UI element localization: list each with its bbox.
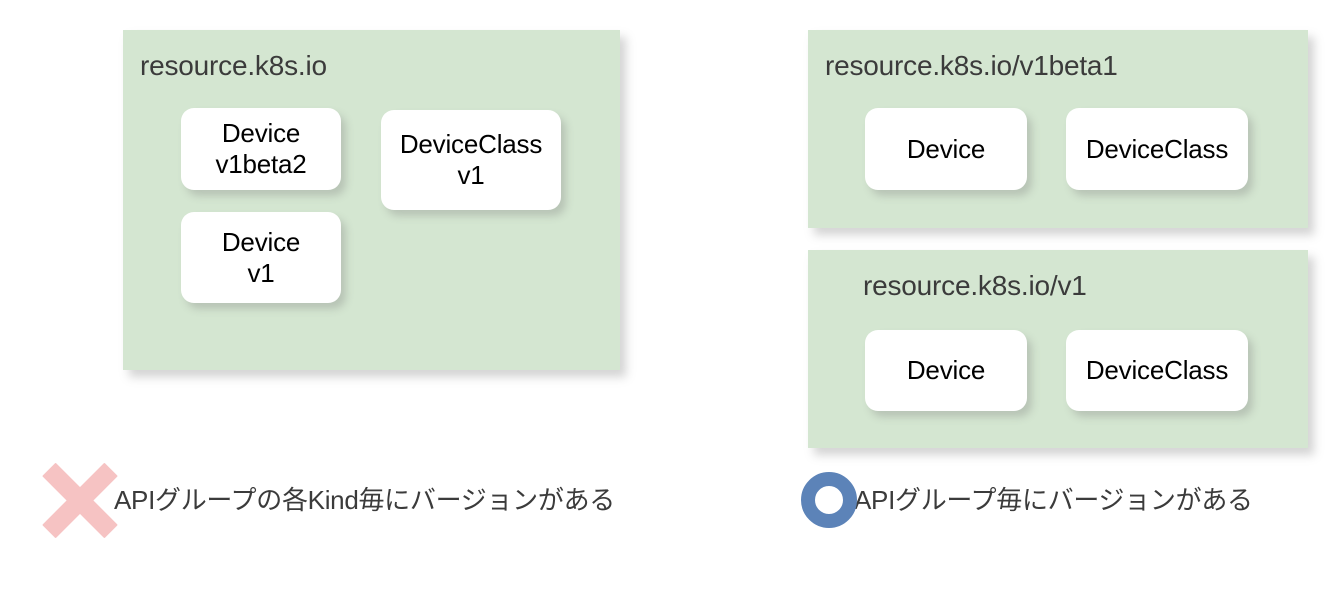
api-group-panel-v1: resource.k8s.io/v1 Device DeviceClass xyxy=(808,250,1308,448)
caption-left: APIグループの各Kind毎にバージョンがある xyxy=(42,462,615,538)
kind-card[interactable]: Device v1beta2 xyxy=(181,108,341,190)
kind-name: DeviceClass xyxy=(399,129,543,160)
api-group-panel-left: resource.k8s.io Device v1beta2 DeviceCla… xyxy=(123,30,620,370)
kind-card[interactable]: DeviceClass v1 xyxy=(381,110,561,210)
kind-name: Device xyxy=(221,118,301,149)
kind-name: Device xyxy=(221,226,301,257)
circle-mark-icon xyxy=(801,472,857,528)
kind-version: v1beta2 xyxy=(215,149,307,179)
caption-label: APIグループ毎にバージョンがある xyxy=(854,485,1253,515)
kind-name: Device xyxy=(906,355,986,386)
kind-name: DeviceClass xyxy=(1085,133,1229,164)
api-group-title: resource.k8s.io/v1beta1 xyxy=(825,50,1118,81)
kind-card[interactable]: Device xyxy=(865,108,1027,190)
kind-card[interactable]: Device v1 xyxy=(181,212,341,303)
caption-label: APIグループの各Kind毎にバージョンがある xyxy=(114,485,615,515)
kind-card[interactable]: DeviceClass xyxy=(1066,330,1248,411)
api-group-title: resource.k8s.io/v1 xyxy=(863,270,1087,301)
kind-name: Device xyxy=(906,133,986,164)
kind-version: v1 xyxy=(457,160,485,190)
api-group-panel-v1beta1: resource.k8s.io/v1beta1 Device DeviceCla… xyxy=(808,30,1308,228)
kind-version: v1 xyxy=(247,257,275,288)
kind-name: DeviceClass xyxy=(1085,355,1229,386)
caption-right: APIグループ毎にバージョンがある xyxy=(801,470,1253,530)
kind-card[interactable]: DeviceClass xyxy=(1066,108,1248,190)
api-group-title: resource.k8s.io xyxy=(140,50,327,81)
kind-card[interactable]: Device xyxy=(865,330,1027,411)
cross-mark-icon xyxy=(42,462,118,538)
